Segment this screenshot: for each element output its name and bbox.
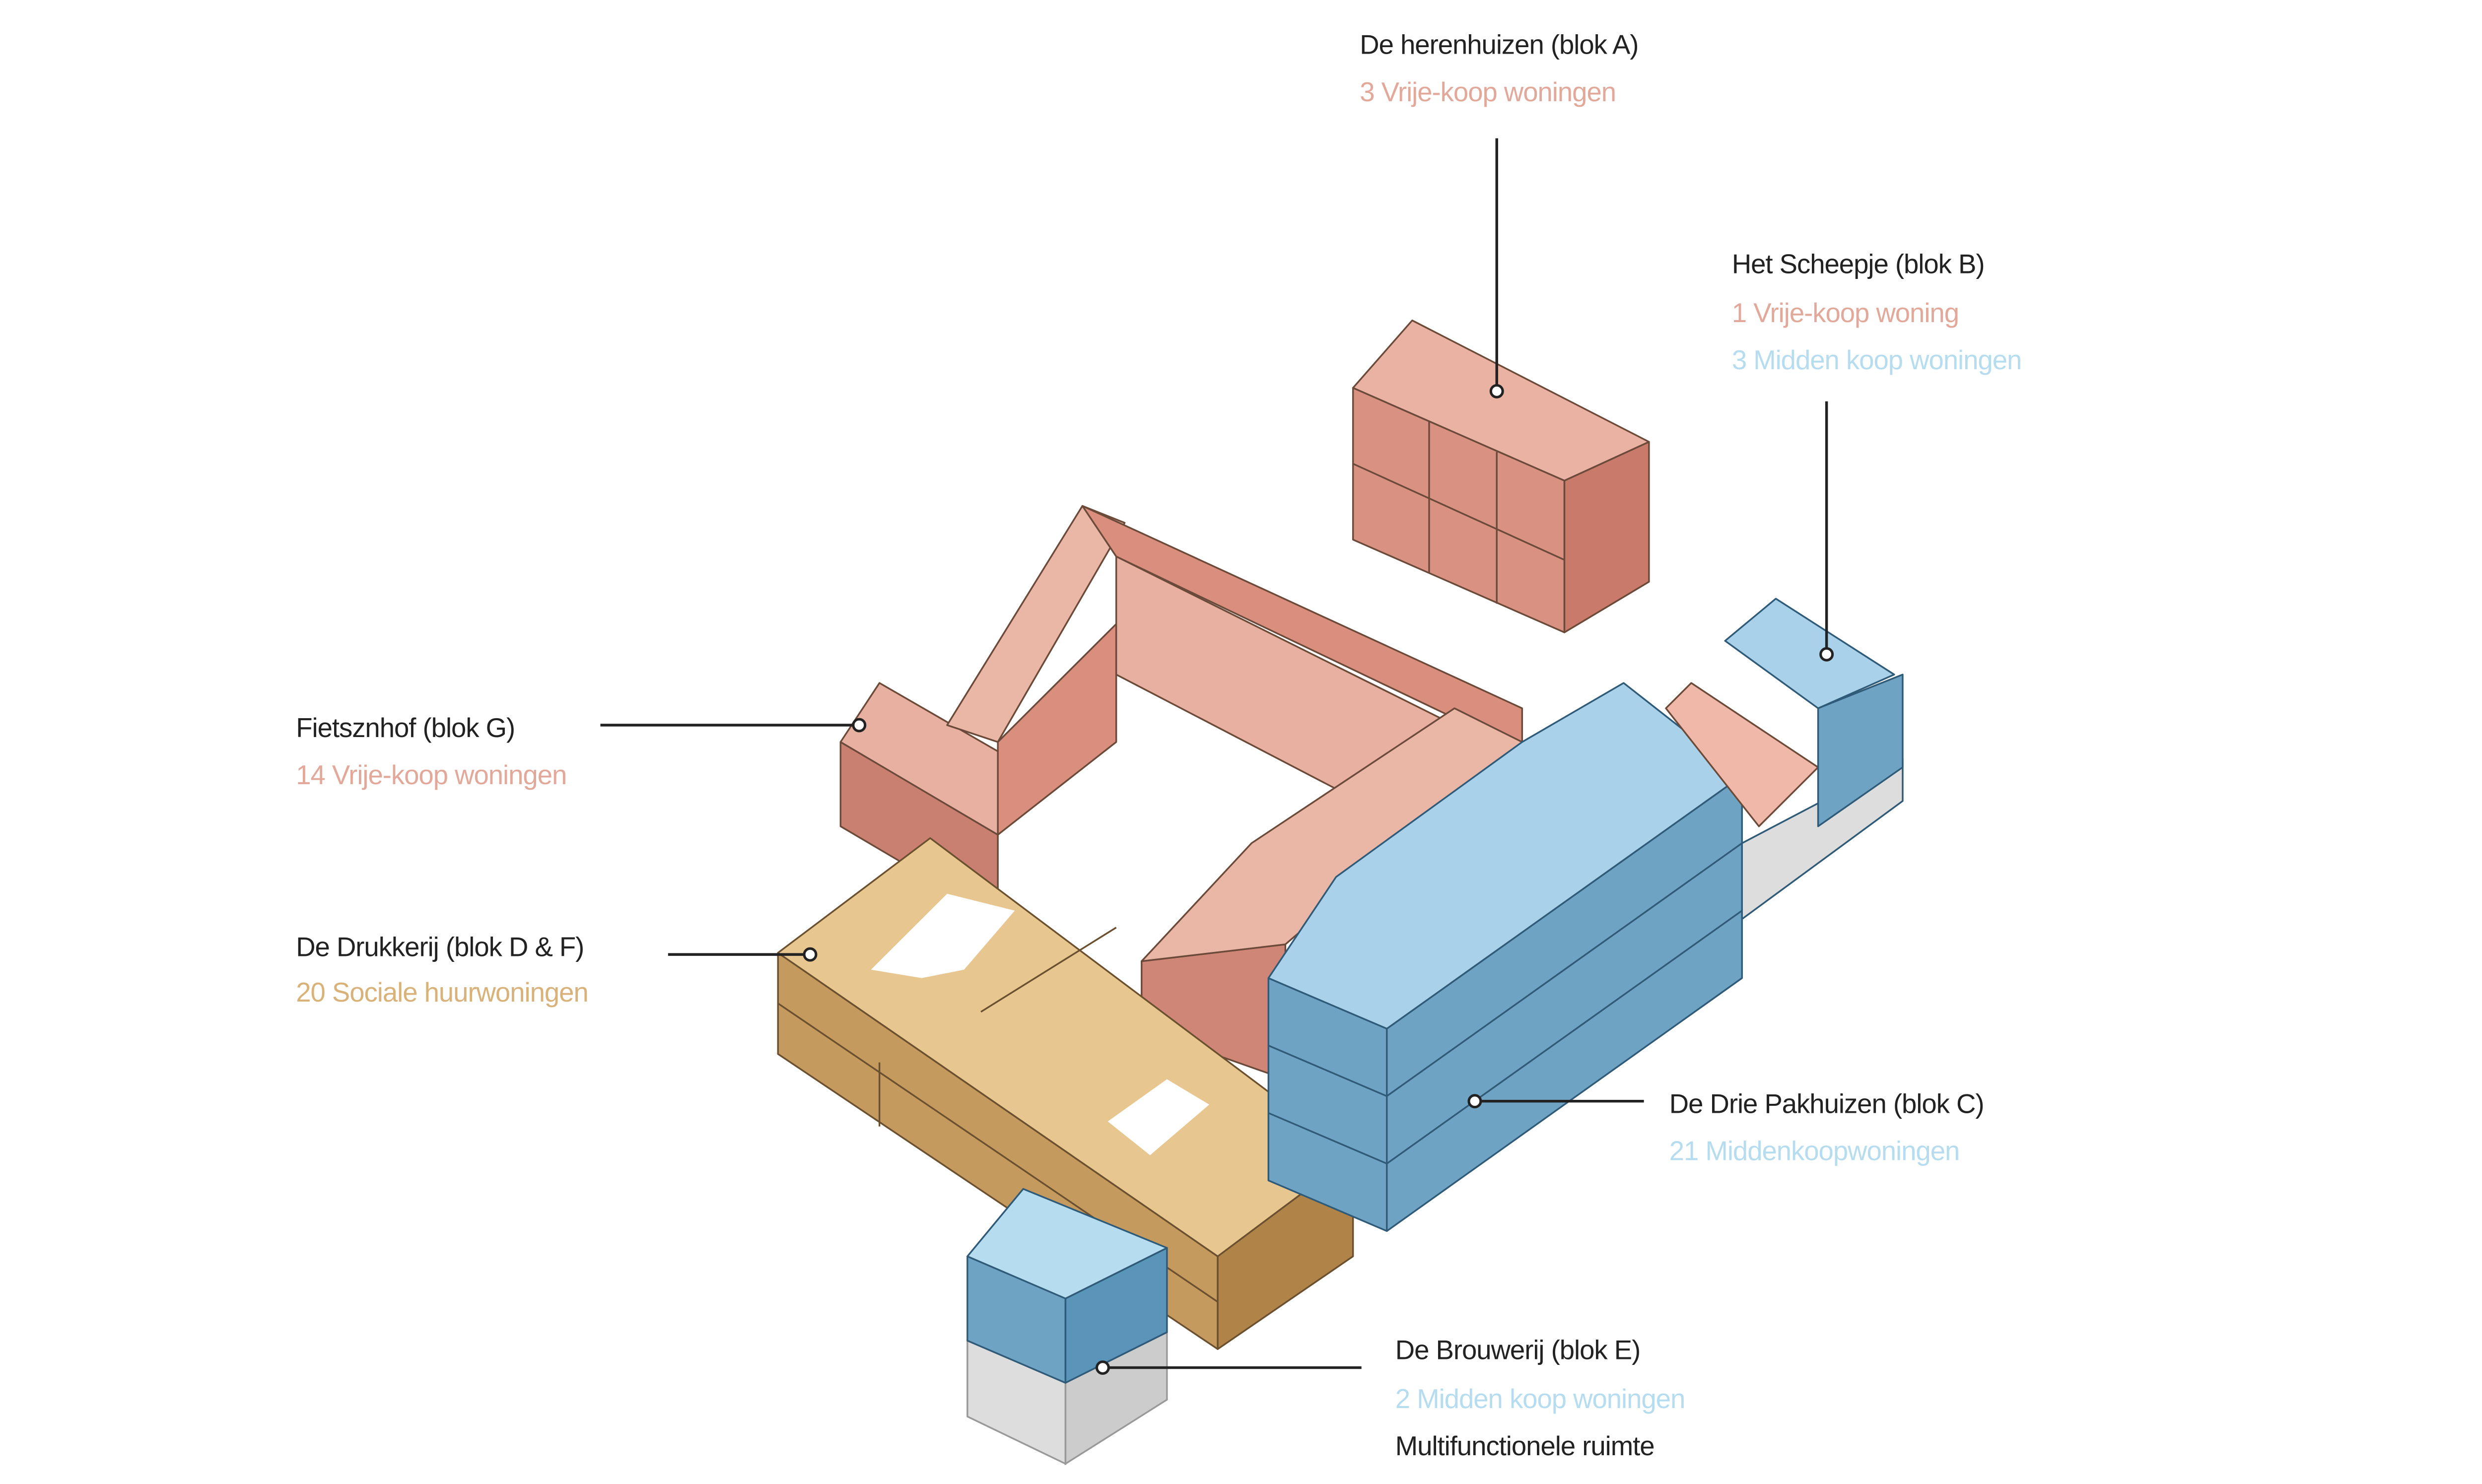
block-c-drie-pakhuizen: [1267, 682, 1743, 1232]
label-blok-g-line: 14 Vrije-koop woningen: [296, 760, 566, 790]
label-blok-e-title: De Brouwerij (blok E): [1395, 1335, 1640, 1365]
marker-blok-a: [1489, 384, 1504, 399]
label-blok-df-line: 20 Sociale huurwoningen: [296, 977, 588, 1008]
label-blok-a-line: 3 Vrije-koop woningen: [1360, 77, 1616, 107]
marker-blok-g: [852, 718, 867, 733]
marker-blok-e: [1095, 1360, 1110, 1375]
label-blok-c-title: De Drie Pakhuizen (blok C): [1669, 1089, 1984, 1119]
marker-blok-df: [803, 947, 818, 962]
marker-blok-c: [1467, 1094, 1482, 1109]
label-blok-e-line-1: 2 Midden koop woningen: [1395, 1384, 1685, 1414]
block-g-fietsznhof: [839, 505, 1523, 1080]
label-blok-b-line-1: 1 Vrije-koop woning: [1732, 298, 1959, 328]
label-blok-e-line-2: Multifunctionele ruimte: [1395, 1431, 1655, 1461]
block-a-herenhuizen: [1352, 319, 1650, 633]
block-e-brouwerij: [966, 1188, 1168, 1466]
label-blok-a-title: De herenhuizen (blok A): [1360, 30, 1638, 60]
label-blok-b-title: Het Scheepje (blok B): [1732, 249, 1985, 279]
block-b-scheepje: [1665, 598, 1904, 920]
label-blok-df-title: De Drukkerij (blok D & F): [296, 932, 584, 962]
marker-blok-b: [1819, 647, 1834, 662]
label-blok-g-title: Fietsznhof (blok G): [296, 713, 515, 743]
label-blok-c-line: 21 Middenkoopwoningen: [1669, 1136, 1960, 1166]
label-blok-b-line-2: 3 Midden koop woningen: [1732, 345, 2021, 375]
